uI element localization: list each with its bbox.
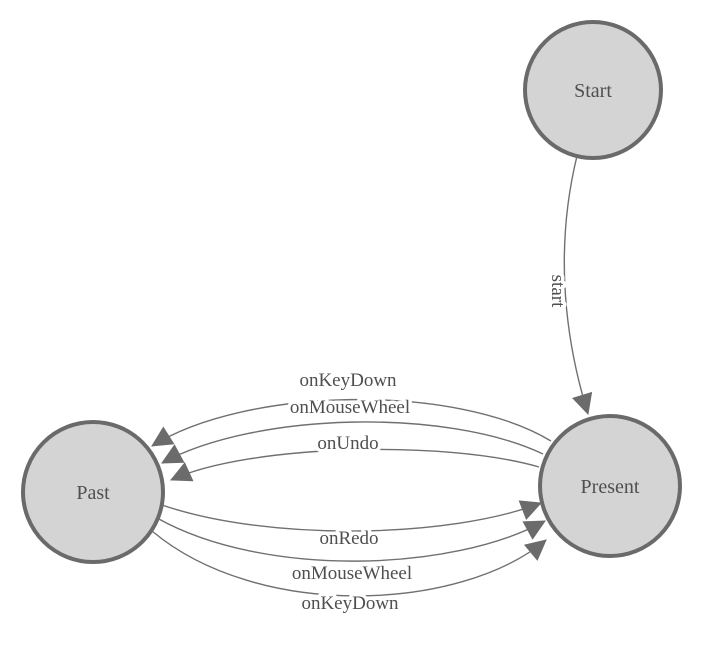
- edge-past-to-present-onmousewheel[interactable]: [156, 517, 546, 562]
- edge-label-onmousewheel-top: onMouseWheel: [290, 397, 410, 418]
- node-label-past: Past: [76, 482, 110, 504]
- node-labels: Start Present Past: [76, 80, 640, 504]
- edges: [151, 155, 593, 597]
- node-label-present: Present: [581, 476, 640, 498]
- edge-start-to-present[interactable]: [563, 155, 593, 416]
- node-present[interactable]: [538, 414, 682, 558]
- edge-label-onkeydown-top: onKeyDown: [299, 370, 397, 391]
- edge-label-onmousewheel-bottom: onMouseWheel: [292, 563, 412, 584]
- edge-label-onkeydown-bottom: onKeyDown: [301, 593, 399, 614]
- node-past[interactable]: [21, 420, 165, 564]
- node-label-start: Start: [574, 80, 612, 102]
- node-start[interactable]: [523, 20, 663, 160]
- edge-present-to-past-onmousewheel[interactable]: [161, 421, 544, 464]
- edge-label-onredo: onRedo: [319, 528, 378, 549]
- edge-past-to-present-onredo[interactable]: [161, 500, 542, 532]
- edge-present-to-past-onkeydown[interactable]: [151, 398, 552, 447]
- edge-past-to-present-onkeydown[interactable]: [151, 530, 547, 597]
- edge-labels: start onKeyDown onMouseWheel onUndo onRe…: [286, 271, 571, 617]
- edge-label-onundo: onUndo: [317, 433, 378, 454]
- edge-present-to-past-onundo[interactable]: [170, 448, 540, 482]
- edge-label-start: start: [547, 275, 568, 308]
